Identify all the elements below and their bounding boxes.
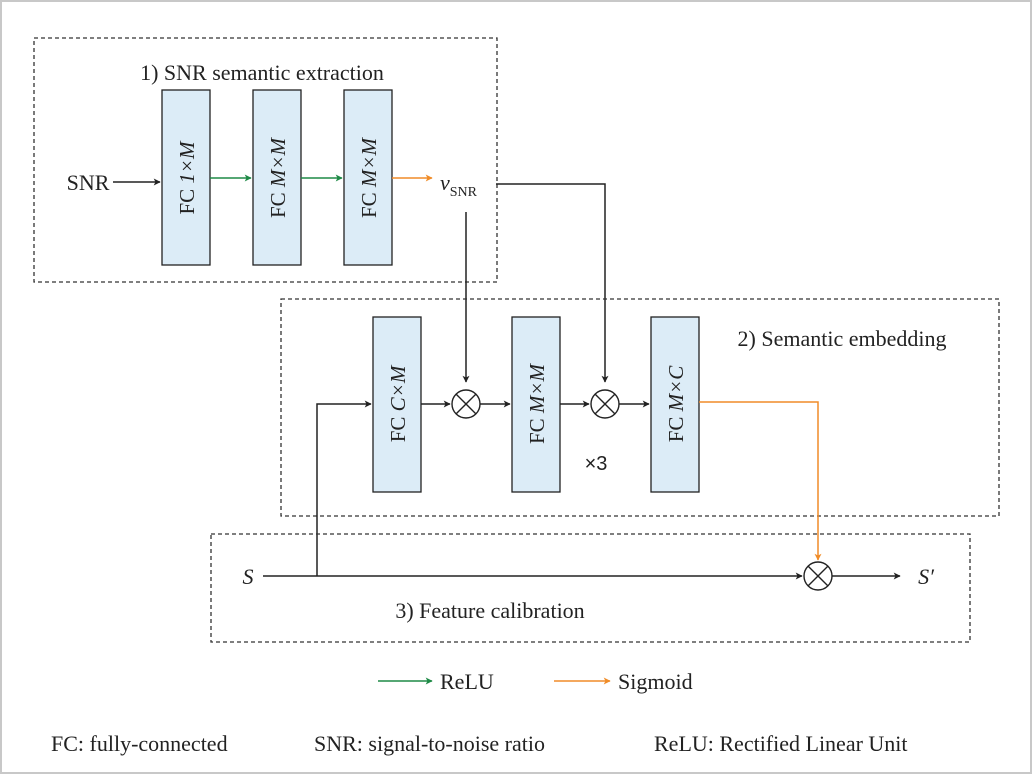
fc-block-extract-2 (252, 89, 302, 266)
fc-block-embed-1-label: FC C×M (386, 364, 410, 442)
embedding-title: 2) Semantic embedding (738, 326, 947, 351)
calibration-title: 3) Feature calibration (395, 598, 584, 623)
vsnr-to-mult-2 (496, 183, 609, 383)
fc-block-embed-3 (650, 316, 700, 493)
legend-sigmoid-label: Sigmoid (618, 669, 693, 694)
footnote-fc: FC: fully-connected (51, 731, 228, 756)
fc-block-extract-1-label: FC 1×M (175, 140, 199, 215)
footnotes: FC: fully-connected SNR: signal-to-noise… (51, 731, 908, 756)
fc-block-extract-3 (343, 89, 393, 266)
sigmoid-arrow-calibration (699, 401, 822, 561)
vsnr-label: vSNR (440, 170, 478, 200)
multiply-op-2 (590, 389, 620, 419)
repeat-label: ×3 (585, 453, 608, 475)
s-prime-output-label: S′ (918, 564, 935, 589)
footnote-relu: ReLU: Rectified Linear Unit (654, 731, 908, 756)
fc-block-embed-2-label: FC M×M (525, 362, 549, 444)
footnote-snr: SNR: signal-to-noise ratio (314, 731, 545, 756)
fc-block-embed-2 (511, 316, 561, 493)
snr-input-label: SNR (67, 170, 110, 195)
fc-block-extract-3-label: FC M×M (357, 136, 381, 218)
multiply-op-1 (451, 389, 481, 419)
embedding-region (280, 298, 1000, 517)
extraction-region (33, 37, 498, 283)
multiply-op-3 (803, 561, 833, 591)
fc-block-extract-2-label: FC M×M (266, 136, 290, 218)
fc-block-embed-1 (372, 316, 422, 493)
s-input-label: S (243, 564, 254, 589)
fc-block-embed-3-label: FC M×C (664, 365, 688, 443)
legend: ReLU Sigmoid (378, 669, 693, 694)
calibration-region (210, 533, 971, 643)
s-to-embedding-arrow (316, 400, 372, 576)
legend-relu-label: ReLU (440, 669, 494, 694)
extraction-title: 1) SNR semantic extraction (140, 60, 384, 85)
